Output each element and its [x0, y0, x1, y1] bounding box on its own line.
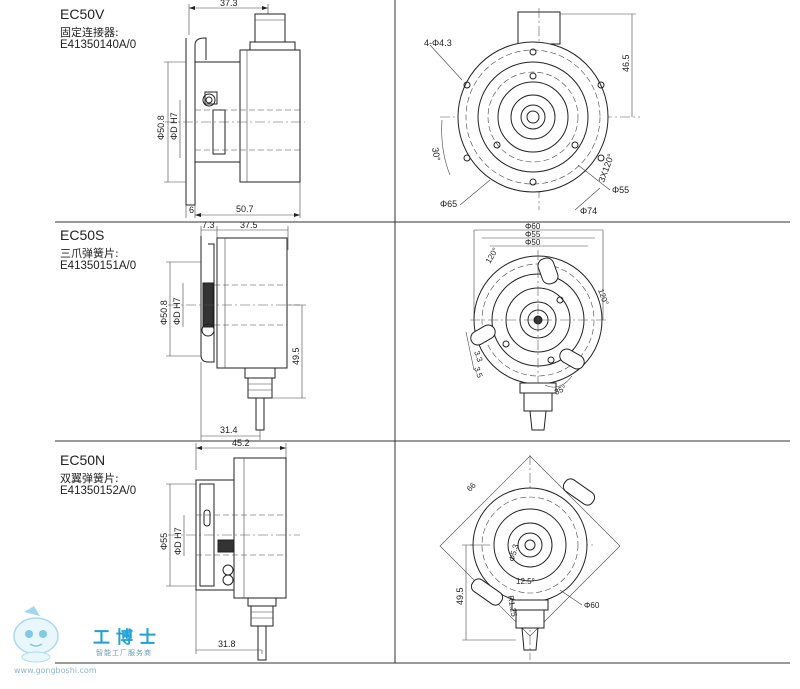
dim-s-side-bottom: 31.4 [220, 425, 238, 435]
dim-v-side-top: 37.3 [220, 0, 238, 8]
dim-n-front-diag: 66 [465, 480, 478, 493]
dim-s-front-angle1: 120° [484, 246, 500, 265]
model-part-ec50n: E41350152A/0 [60, 485, 137, 497]
ec50s-front-view: Φ60 Φ55 Φ50 12 [465, 222, 610, 431]
model-desc-ec50n: 双翼弹簧片: [60, 472, 119, 485]
ec50n-front-view: 66 49.5 Φ60 12.5° R1.25 Φ5.3 [439, 455, 621, 660]
dim-s-side-top-right: 37.5 [240, 220, 258, 230]
dim-s-side-outer: Φ50.8 [159, 300, 169, 325]
dim-s-side-shaft: ΦD H7 [172, 297, 182, 325]
model-title-ec50n: EC50N [60, 452, 106, 468]
dim-s-front-d60: Φ60 [525, 222, 541, 231]
ec50n-side-view: 45.2 Φ55 ΦD H7 [159, 438, 300, 661]
dim-s-side-top-left: 7.3 [202, 220, 215, 230]
dim-n-front-d60: Φ60 [584, 601, 600, 610]
dim-s-front-slot2: 3.3 [472, 350, 484, 364]
dim-v-front-height: 46.5 [621, 54, 631, 72]
dim-n-front-height: 49.5 [455, 587, 465, 605]
dim-n-side-outer: Φ55 [159, 533, 169, 550]
dim-n-side-top: 45.2 [232, 438, 250, 448]
dim-v-front-d74: Φ74 [580, 206, 597, 216]
dim-v-side-shaft: ΦD H7 [169, 112, 179, 140]
dim-n-front-angle: 12.5° [516, 577, 535, 586]
dim-v-side-bottom: 50.7 [236, 204, 254, 214]
model-part-ec50s: E41350151A/0 [60, 260, 137, 272]
logo-name: 工博士 [93, 628, 162, 648]
model-desc-ec50s: 三爪弹簧片: [60, 247, 119, 260]
dim-v-front-angle1: 30° [430, 147, 442, 163]
dim-v-front-d65: Φ65 [440, 199, 457, 209]
ec50v-front-view: 4-Φ4.3 46.5 30° 3X120° Φ55 Φ65 Φ74 [424, 8, 640, 216]
logo-url: www.gongboshi.com [14, 666, 97, 675]
ec50s-side-view: 7.3 37.5 Φ50.8 ΦD H7 [159, 220, 306, 440]
dim-v-front-d55: Φ55 [612, 185, 629, 195]
logo-tagline: 智能工厂服务商 [96, 649, 152, 657]
dim-s-front-d55: Φ55 [525, 230, 541, 239]
model-desc-ec50v: 固定连接器: [60, 26, 119, 39]
dim-v-side-outer: Φ50.8 [156, 115, 166, 140]
dim-n-side-shaft: ΦD H7 [173, 527, 183, 555]
robot-mascot-icon [13, 606, 59, 663]
ec50v-side-view: 37.3 Φ50.8 ΦD H7 [156, 0, 305, 218]
dim-s-front-d50: Φ50 [525, 238, 541, 247]
dim-v-front-holes: 4-Φ4.3 [424, 38, 452, 48]
model-title-ec50v: EC50V [60, 6, 105, 22]
dim-s-side-height: 49.5 [291, 347, 301, 365]
dim-n-side-bottom: 31.8 [218, 639, 236, 649]
model-part-ec50v: E41350140A/0 [60, 39, 137, 51]
dim-s-front-slot: 3.5 [472, 366, 484, 380]
dim-v-side-flange: 6 [189, 205, 194, 215]
model-title-ec50s: EC50S [60, 227, 105, 243]
dim-v-front-angle2: 3X120° [596, 152, 616, 184]
dim-n-front-r: R1.25 [506, 595, 519, 618]
